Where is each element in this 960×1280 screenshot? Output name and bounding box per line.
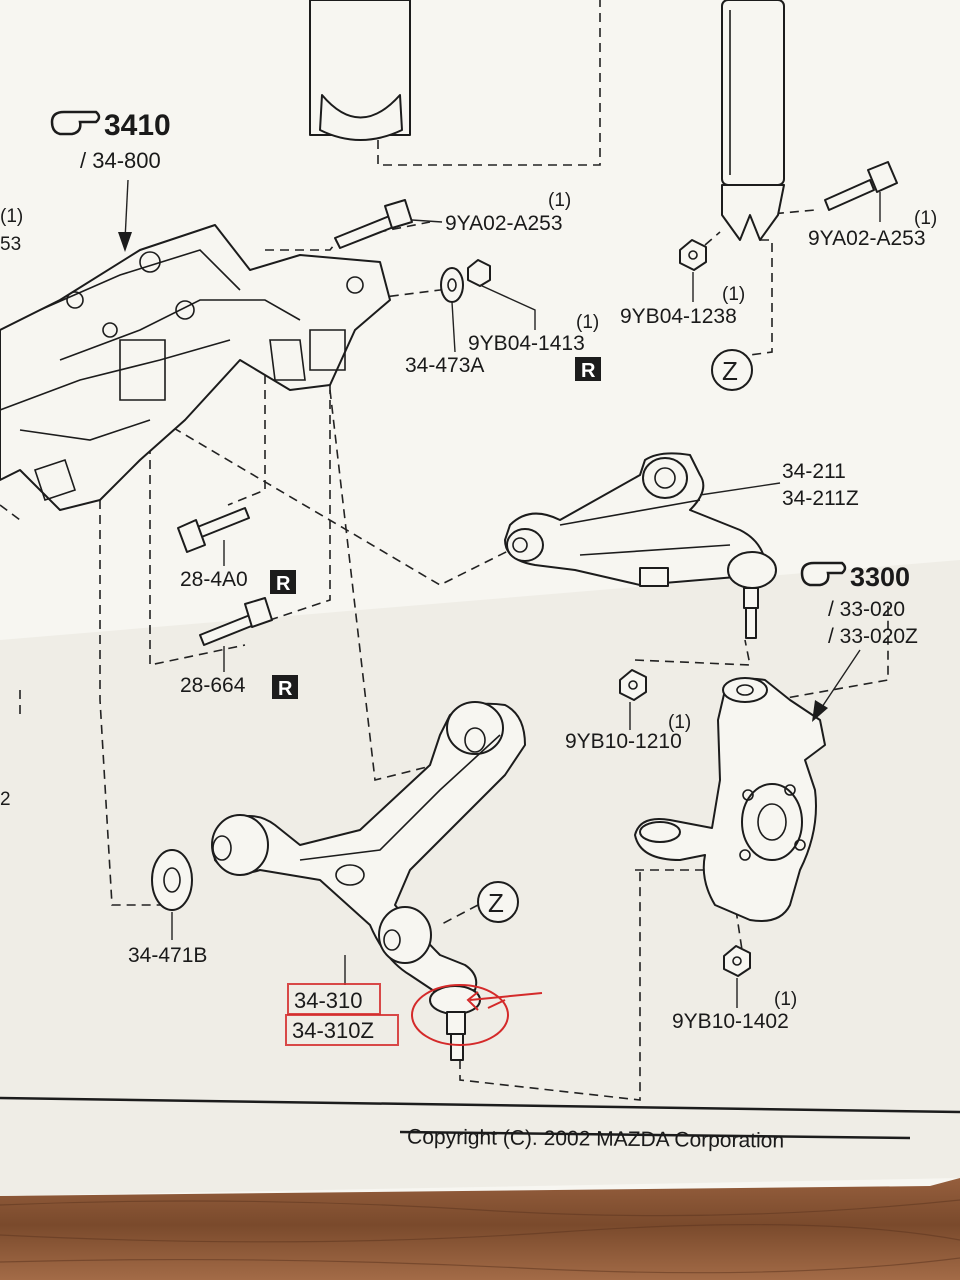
left-qty: (1) — [0, 206, 23, 227]
bolt-28-664 — [199, 597, 273, 646]
z-circle-icon: Z — [711, 349, 753, 391]
label-9yb04-1413: 9YB04-1413 — [468, 332, 585, 355]
ref-3300-sub1: / 33-020 — [828, 598, 905, 621]
label-9yb10-1402: 9YB10-1402 — [672, 1010, 789, 1033]
nut-9yb04-1413 — [467, 259, 491, 287]
label-34-211: 34-211 — [782, 460, 846, 483]
pointing-hand-icon — [800, 561, 847, 587]
label-34-471b: 34-471B — [128, 944, 207, 967]
z-circle-icon: Z — [477, 881, 519, 923]
pointing-hand-icon — [50, 110, 101, 136]
bolt-28-4a0 — [177, 507, 250, 553]
ref-3410: 3410 / 34-800 — [50, 109, 171, 173]
label-28-4a0: 28-4A0 — [180, 568, 248, 591]
ref-3300-sub2: / 33-020Z — [828, 625, 918, 648]
crossmember — [0, 224, 391, 511]
copyright-text: Copyright (C). 2002 MAZDA Corporation — [407, 1126, 784, 1153]
label-28-664: 28-664 — [180, 674, 246, 697]
r-badge-icon: R — [575, 357, 601, 382]
shock-absorber — [721, 0, 785, 241]
bolt-9ya02-right — [824, 161, 898, 211]
frame-line-top — [0, 1096, 960, 1114]
label-9ya02-right: 9YA02-A253 — [808, 227, 926, 250]
coil-spring-boot — [309, 0, 411, 141]
ref-3300: 3300 / 33-020 / 33-020Z — [800, 561, 918, 648]
r-badge-icon: R — [270, 570, 296, 595]
label-9ya02-top: 9YA02-A253 — [445, 212, 563, 235]
r-badge-text: R — [278, 678, 293, 700]
label-9yb04-1238-qty: (1) — [722, 284, 745, 305]
steering-knuckle — [634, 677, 826, 922]
upper-control-arm — [504, 452, 777, 639]
washer-34-471b — [151, 849, 193, 911]
label-9yb04-1413-qty: (1) — [576, 312, 599, 333]
lower-control-arm — [211, 701, 526, 1061]
z-marker-lower: Z — [488, 888, 504, 918]
r-badge-text: R — [276, 573, 291, 595]
label-9yb04-1238: 9YB04-1238 — [620, 305, 737, 328]
label-34-310: 34-310 — [294, 988, 363, 1013]
ref-3410-sub: / 34-800 — [80, 148, 161, 173]
bolt-9ya02-top — [334, 199, 413, 249]
annotation-arrow — [466, 991, 543, 1011]
nut-9yb10-1210 — [619, 669, 647, 701]
annotation-circle — [411, 984, 509, 1046]
ref-3410-number: 3410 — [104, 109, 171, 142]
left-fragment: 53 — [0, 234, 21, 255]
r-badge-text: R — [581, 360, 596, 382]
wood-grain — [0, 1199, 960, 1274]
label-34-211z: 34-211Z — [782, 487, 859, 510]
label-9ya02-right-qty: (1) — [914, 208, 937, 229]
label-34-310z: 34-310Z — [292, 1018, 374, 1043]
nut-9yb10-1402 — [723, 945, 751, 977]
label-9ya02-top-qty: (1) — [548, 190, 571, 211]
label-9yb10-1210-qty: (1) — [668, 712, 691, 733]
highlight-box-34-310z — [285, 1014, 399, 1046]
ref-3300-number: 3300 — [850, 562, 910, 592]
label-9yb10-1210: 9YB10-1210 — [565, 730, 682, 753]
z-marker-top: Z — [722, 356, 738, 386]
frame-line-bottom — [399, 1130, 911, 1140]
nut-9yb04-1238 — [679, 239, 707, 271]
left-fragment-2: 2 — [0, 789, 11, 810]
r-badge-icon: R — [272, 675, 298, 700]
washer-34-473a — [440, 267, 464, 303]
label-9yb10-1402-qty: (1) — [774, 989, 797, 1010]
label-34-473a: 34-473A — [405, 354, 484, 377]
